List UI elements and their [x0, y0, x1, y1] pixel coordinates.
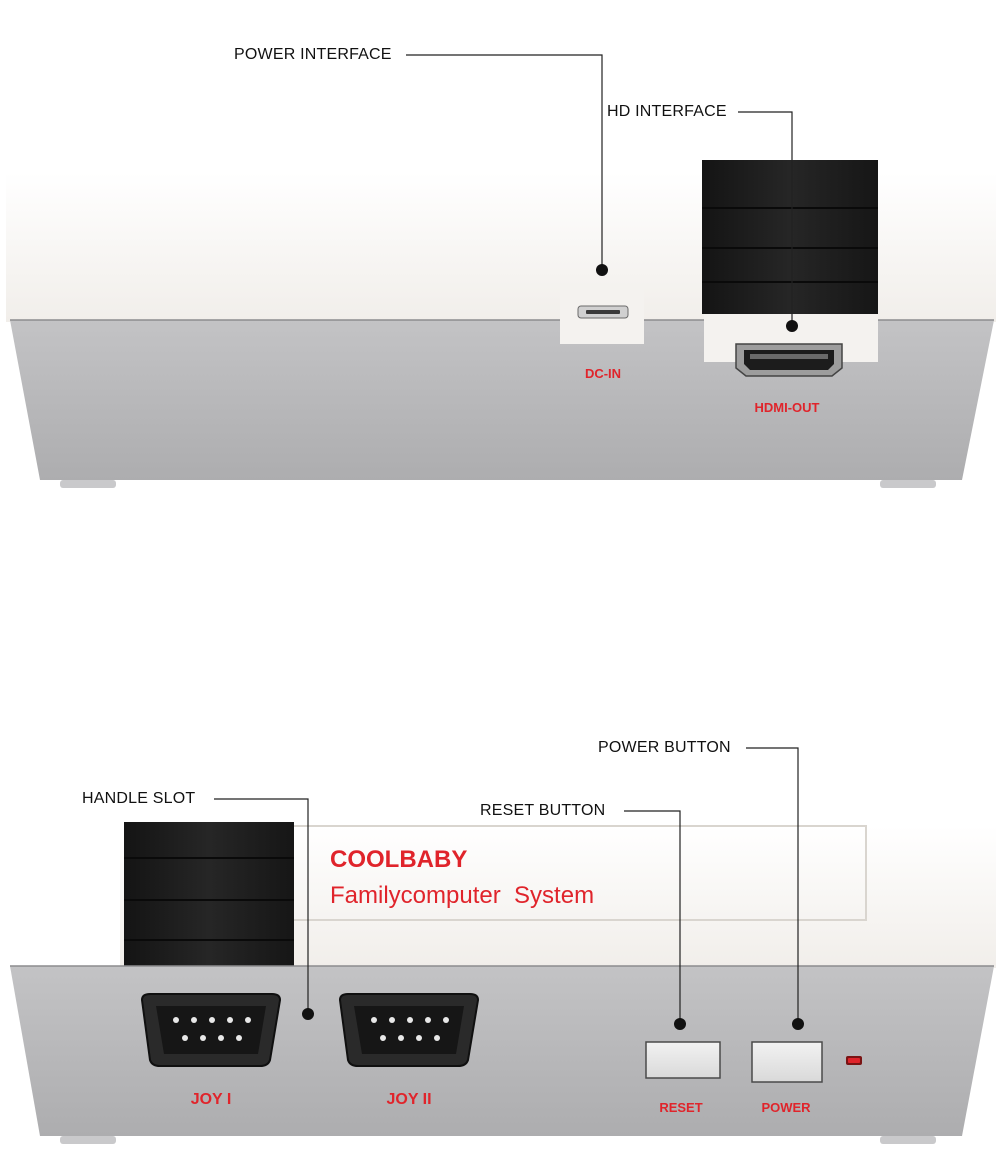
leader-reset-button [624, 810, 681, 1024]
leader-handle-slot [214, 798, 309, 1014]
callout-hd-interface: HD INTERFACE [607, 103, 727, 120]
label-joy-2: JOY II [386, 1091, 432, 1108]
hdmi-port-icon [735, 343, 843, 377]
db9-port-icon [338, 993, 480, 1067]
rear-foot-right [880, 480, 936, 488]
led-indicator-icon [846, 1056, 862, 1065]
callout-reset-button: RESET BUTTON [480, 802, 606, 819]
leader-hd-interface [738, 111, 793, 326]
label-joy-1: JOY I [190, 1091, 232, 1108]
front-foot-right [880, 1136, 936, 1144]
label-dc-in: DC-IN [584, 366, 622, 381]
rear-plug-block [702, 160, 878, 314]
label-reset: RESET [659, 1100, 703, 1115]
db9-port-icon [140, 993, 282, 1067]
micro-usb-port-icon [577, 305, 629, 319]
leader-power-button [746, 747, 799, 1024]
leader-dots [302, 264, 804, 1030]
label-power: POWER [761, 1100, 811, 1115]
callout-power-button: POWER BUTTON [598, 739, 731, 756]
brand-tagline: Familycomputer System [330, 882, 595, 909]
rear-view [6, 160, 996, 488]
front-foot-left [60, 1136, 116, 1144]
callout-handle-slot: HANDLE SLOT [82, 790, 196, 807]
front-view [10, 822, 996, 1144]
brand-name: COOLBABY [330, 846, 468, 873]
front-plug-block [124, 822, 294, 968]
reset-button [645, 1041, 721, 1079]
leader-power-interface [406, 54, 603, 270]
leader-lines [214, 54, 799, 1024]
power-button [751, 1041, 823, 1083]
label-hdmi-out: HDMI-OUT [754, 400, 820, 415]
rear-foot-left [60, 480, 116, 488]
callout-power-interface: POWER INTERFACE [234, 46, 392, 63]
